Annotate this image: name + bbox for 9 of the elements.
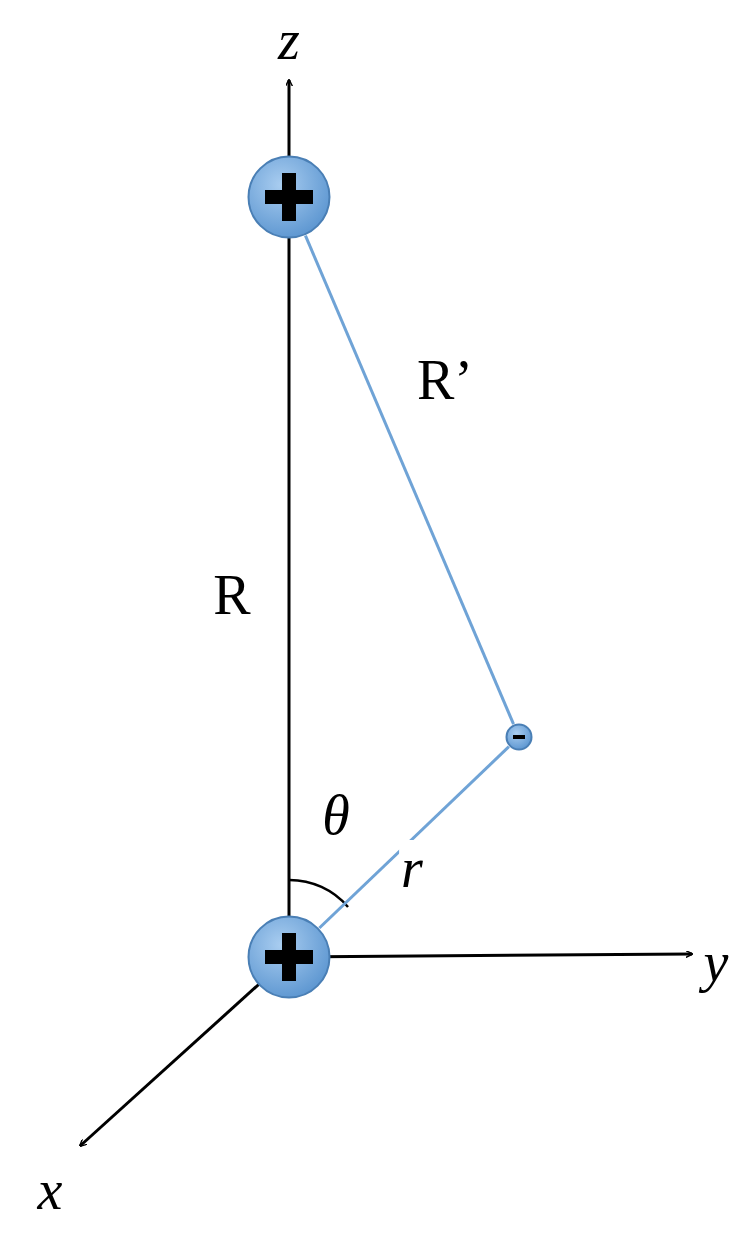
proton-circle <box>247 915 331 999</box>
axis-label: z <box>278 12 300 68</box>
connector-line <box>318 745 510 930</box>
electron-circle <box>505 723 533 751</box>
proton-circle <box>247 155 331 239</box>
distance-label: R <box>213 567 251 623</box>
angle-label: θ <box>322 787 350 843</box>
connector-line <box>304 235 515 725</box>
axis-label: x <box>37 1162 63 1218</box>
